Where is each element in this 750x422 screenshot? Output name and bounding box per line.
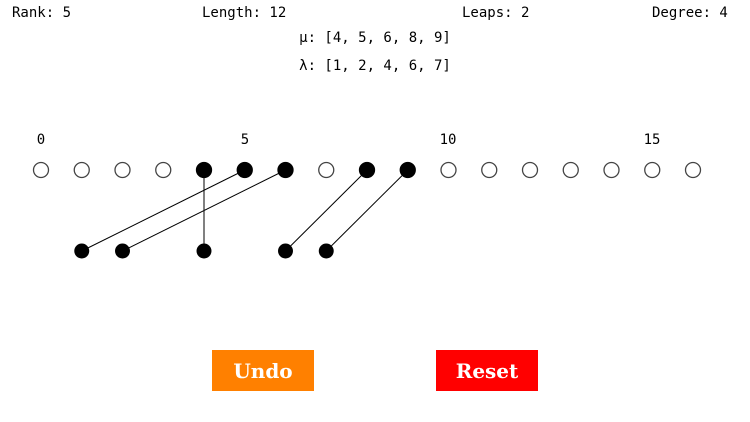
rank-readout: Rank: 5 [12, 5, 72, 21]
degree-readout: Degree: 4 [652, 5, 728, 21]
bead-link [325, 169, 409, 252]
top-slot-empty-16[interactable] [684, 161, 702, 179]
top-slot-empty-3[interactable] [155, 161, 172, 179]
lambda-partition: λ: [1, 2, 4, 6, 7] [299, 58, 451, 74]
top-slot-empty-13[interactable] [562, 161, 579, 179]
top-slot-empty-15[interactable] [644, 161, 661, 179]
bottom-bead-1[interactable] [74, 243, 90, 259]
top-bead-filled-5[interactable] [236, 161, 253, 179]
top-slot-empty-10[interactable] [440, 161, 457, 179]
bottom-bead-6[interactable] [278, 243, 293, 259]
tick-label-15: 15 [643, 132, 661, 148]
tick-label-5: 5 [240, 132, 250, 148]
tick-label-0: 0 [36, 132, 46, 148]
top-slot-empty-0[interactable] [32, 161, 50, 179]
top-slot-empty-11[interactable] [481, 161, 498, 179]
leaps-readout: Leaps: 2 [462, 5, 530, 21]
top-slot-empty-14[interactable] [603, 161, 620, 179]
undo-button[interactable]: Undo [212, 350, 314, 391]
top-slot-empty-2[interactable] [114, 161, 131, 179]
bottom-bead-2[interactable] [115, 243, 130, 259]
top-bead-filled-4[interactable] [195, 161, 213, 179]
bead-link [81, 169, 245, 252]
length-readout: Length: 12 [202, 5, 287, 21]
top-bead-filled-8[interactable] [358, 161, 376, 179]
reset-button[interactable]: Reset [436, 350, 538, 391]
bead-link [122, 169, 286, 252]
top-slot-empty-7[interactable] [318, 161, 335, 179]
top-bead-filled-9[interactable] [399, 161, 416, 179]
mu-partition: μ: [4, 5, 6, 8, 9] [299, 30, 451, 46]
top-bead-filled-6[interactable] [277, 161, 294, 179]
bead-link [285, 169, 368, 252]
bottom-bead-4[interactable] [196, 243, 212, 259]
top-slot-empty-12[interactable] [521, 161, 539, 179]
top-slot-empty-1[interactable] [73, 161, 90, 179]
tick-label-10: 10 [439, 132, 457, 148]
bottom-bead-7[interactable] [318, 243, 334, 259]
